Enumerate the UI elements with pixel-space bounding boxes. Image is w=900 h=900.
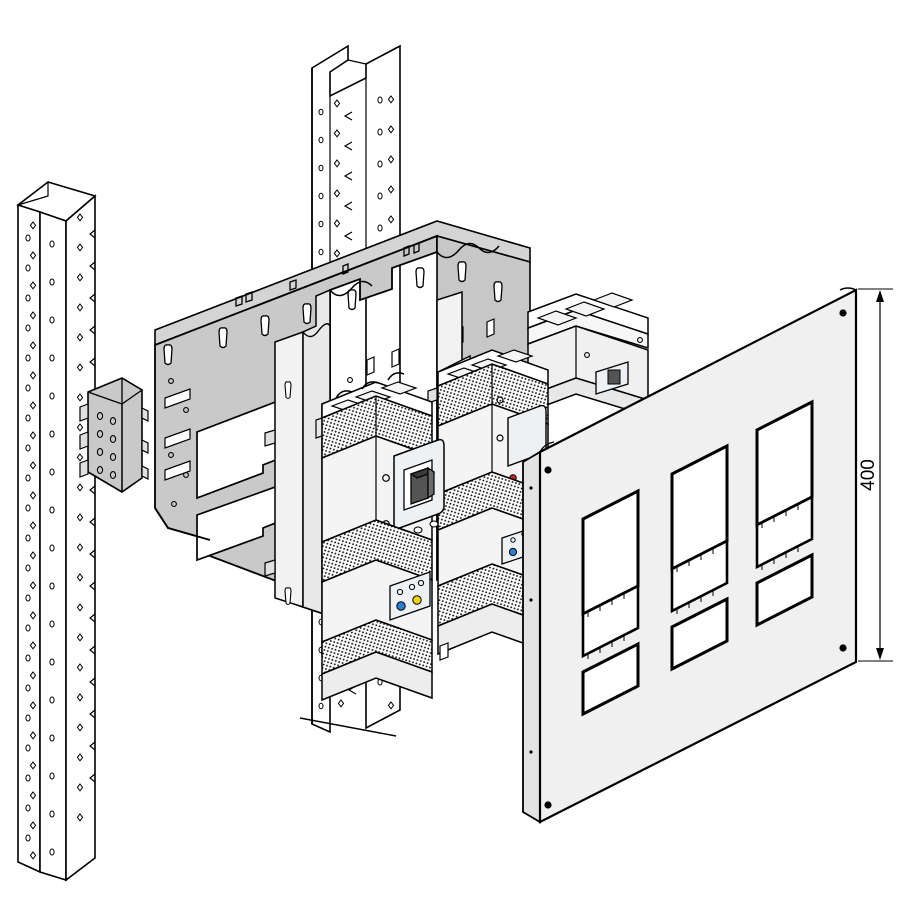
front-cover-panel — [522, 287, 858, 824]
mounting-bracket — [79, 377, 149, 493]
panel-screw-holes — [544, 309, 847, 809]
panel-cutouts — [581, 399, 814, 717]
circuit-breaker-rear — [527, 292, 649, 418]
keyhole-slots — [163, 261, 503, 366]
plate-standoffs — [264, 288, 331, 618]
dimension-400: 400 — [858, 288, 893, 662]
upright-left-rail — [16, 181, 97, 882]
cutout-group-left — [581, 488, 640, 717]
center-rail-holes — [318, 95, 395, 710]
cutout-group-right — [755, 399, 814, 628]
circuit-breaker-front — [315, 372, 445, 702]
cutout-group-middle — [670, 443, 729, 672]
dimension-value-400: 400 — [858, 459, 879, 491]
circuit-breaker-middle — [437, 349, 549, 661]
